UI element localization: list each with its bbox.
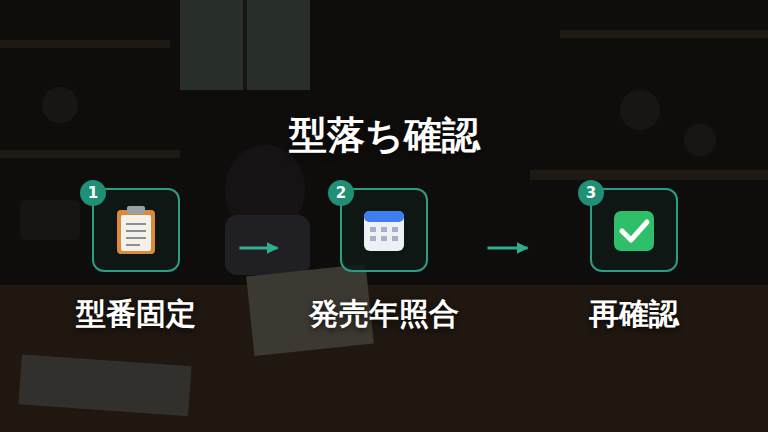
icon-box (92, 188, 180, 272)
icon-fill (340, 188, 427, 271)
calendar-icon (364, 211, 404, 251)
step-label: 発売年照合 (305, 294, 463, 335)
callout-number: 1 (80, 180, 106, 206)
check-icon (614, 211, 654, 251)
icon-box (590, 188, 678, 272)
step-node: 再確認 (584, 188, 684, 335)
diagram-title: 型落ち確認 (289, 110, 480, 161)
icon-fill (92, 188, 179, 271)
flow-arrow (240, 247, 278, 250)
flow-arrow (488, 247, 528, 250)
icon-fill (590, 188, 677, 271)
step-label: 再確認 (584, 294, 684, 335)
step-node: 型番固定 (72, 188, 200, 335)
icon-box (340, 188, 428, 272)
callout-number: 3 (578, 180, 604, 206)
clipboard-icon (117, 206, 155, 254)
step-label: 型番固定 (72, 294, 200, 335)
callout-number: 2 (328, 180, 354, 206)
step-node: 発売年照合 (305, 188, 463, 335)
